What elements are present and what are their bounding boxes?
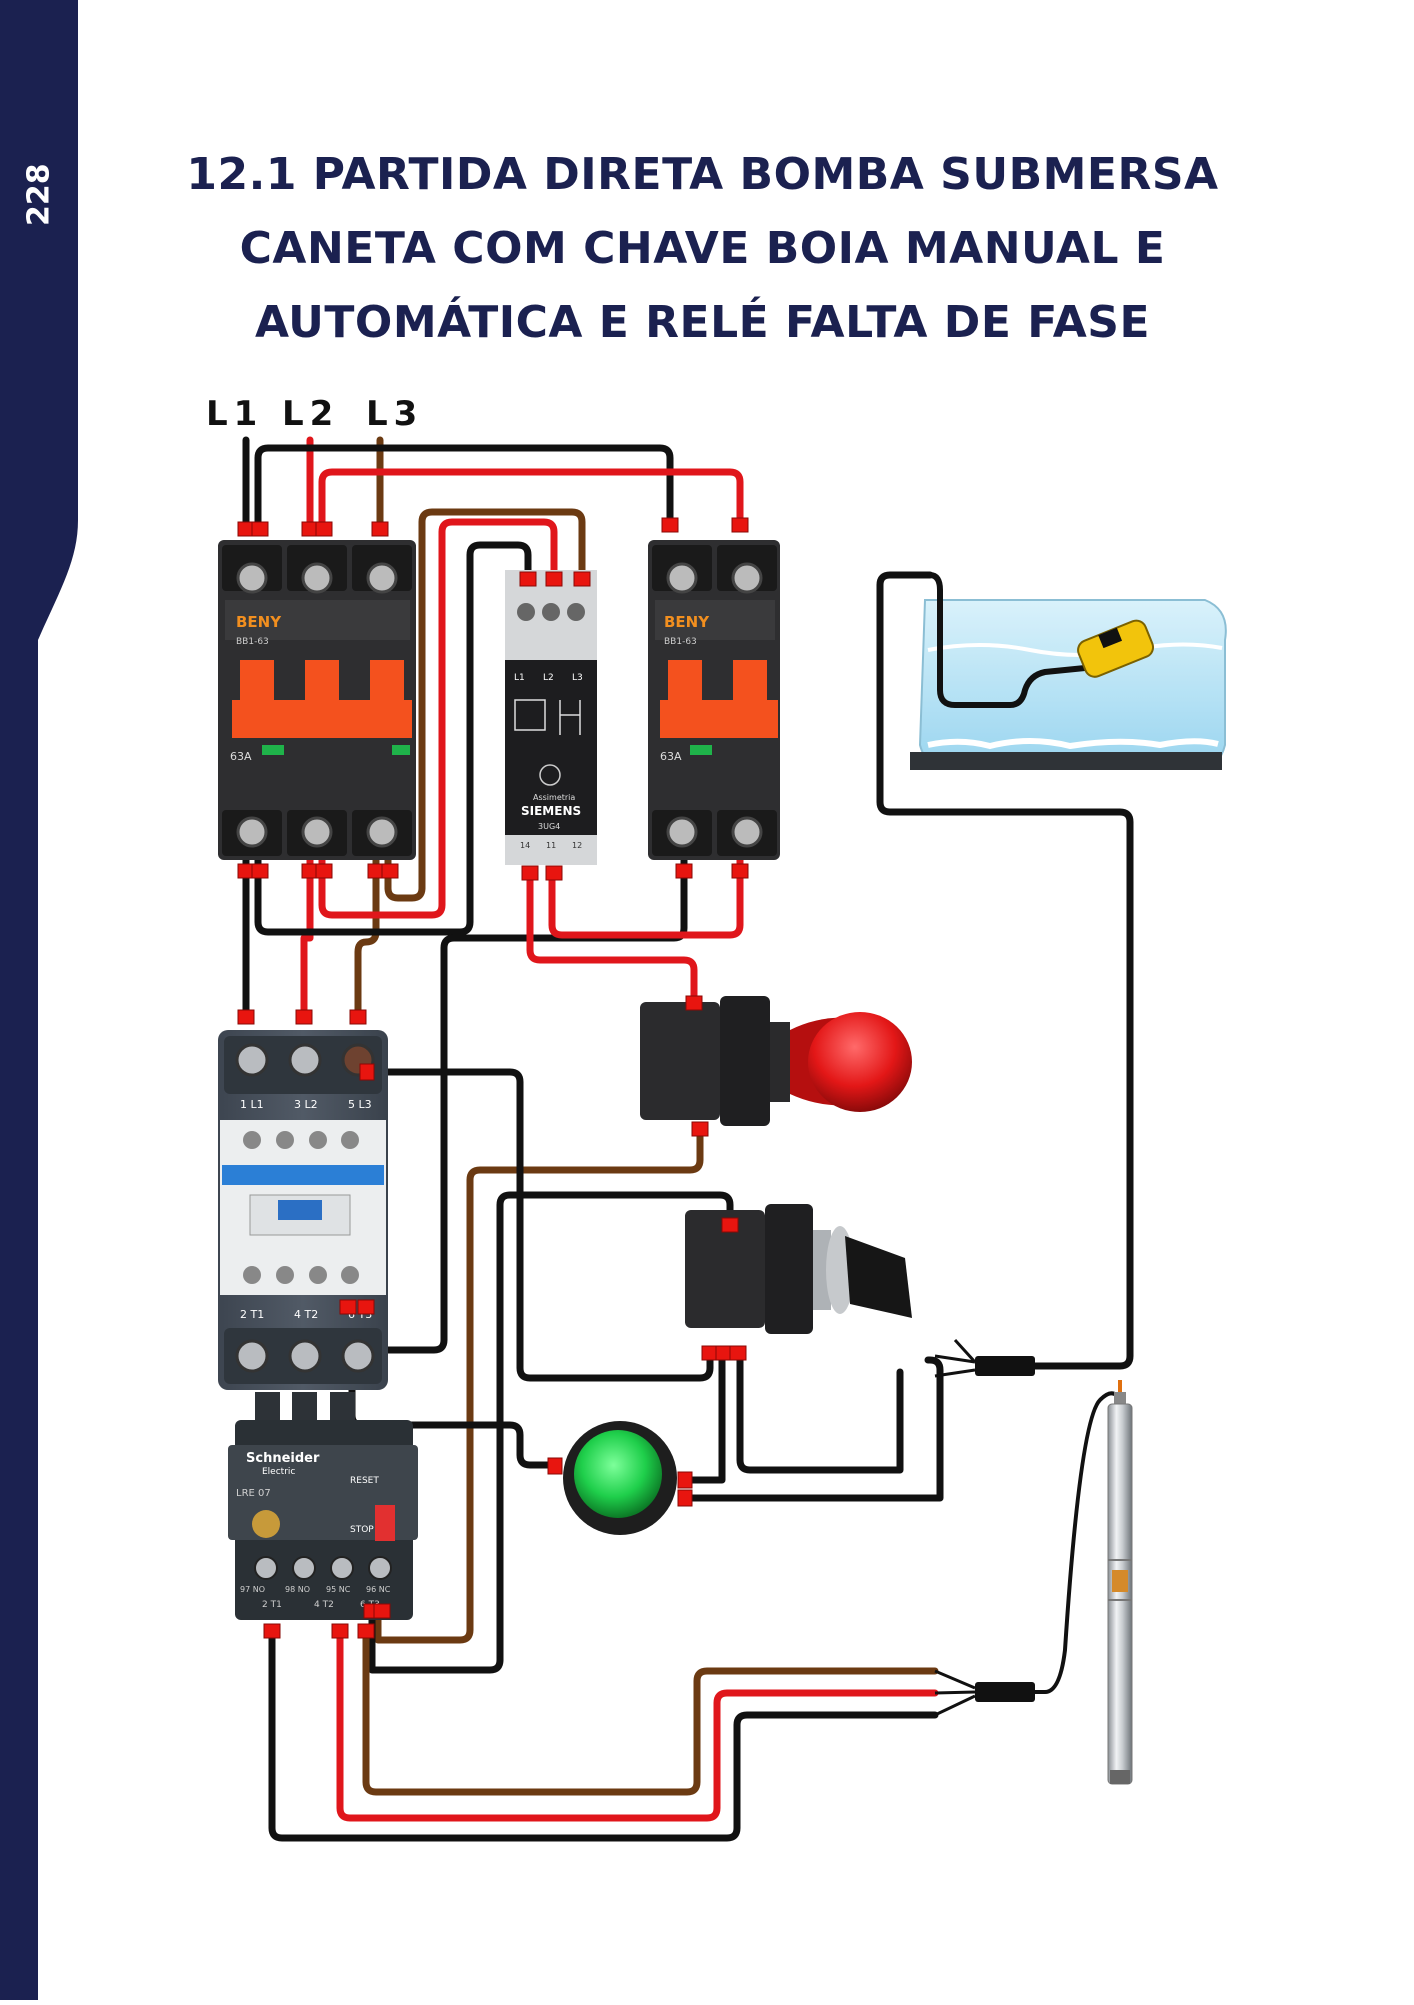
- contactor: 1 L1 3 L2 5 L3 2 T1 4 T2 6 T3: [218, 1030, 388, 1390]
- wires: [242, 436, 1134, 1842]
- wire-l2-to-contactor: [300, 856, 314, 1014]
- float-switch: [929, 572, 1155, 708]
- breaker-2p-brand: BENY: [664, 613, 710, 631]
- phase-label-l2: L2: [282, 394, 339, 434]
- wire-l1-to-relay: [254, 541, 532, 936]
- title-line-3: AUTOMÁTICA E RELÉ FALTA DE FASE: [254, 297, 1151, 348]
- overload-stop: STOP: [350, 1525, 374, 1535]
- wire-selector-to-float: [736, 1351, 904, 1474]
- relay-term-14: 14: [520, 841, 530, 850]
- phase-relay: L1 L2 L3 Assimetria SIEMENS 3UG4 14 11 1…: [505, 570, 597, 865]
- breaker-2p: BENY BB1-63 63A: [648, 540, 780, 860]
- overload-reset: RESET: [350, 1476, 379, 1486]
- wire-l1-to-2p: [254, 444, 674, 534]
- breaker-3p-rating: 63A: [230, 750, 252, 763]
- wire-l3-to-relay: [384, 508, 586, 902]
- wire-overload-96: [368, 1611, 504, 1674]
- overload-out-2: 4 T2: [314, 1600, 334, 1610]
- relay-brand: SIEMENS: [521, 804, 581, 818]
- cable-splices: [934, 1338, 1035, 1717]
- wire-motor-t1: [268, 1626, 939, 1842]
- wire-motor-t3: [362, 1626, 939, 1796]
- water-tank: [910, 599, 1227, 770]
- overload-term-97: 97 NO: [240, 1585, 265, 1594]
- sidebar-shape: [0, 0, 78, 2000]
- overload-term-96: 96 NC: [366, 1585, 391, 1594]
- overload-brand-sub: Electric: [262, 1467, 295, 1477]
- page-sidebar: [0, 0, 78, 2000]
- wire-l2-to-relay: [318, 518, 558, 919]
- contactor-term-1: 1 L1: [240, 1098, 264, 1111]
- wire-2p-l: [548, 856, 744, 939]
- connector-lugs: [237, 517, 749, 1639]
- green-pilot-light: [563, 1421, 677, 1535]
- selector-switch: [685, 1204, 912, 1334]
- contactor-term-5: 5 L3: [348, 1098, 372, 1111]
- submersible-pump: [1107, 1380, 1133, 1785]
- page-title: 12.1 PARTIDA DIRETA BOMBA SUBMERSA CANET…: [110, 138, 1295, 360]
- relay-term-12: 12: [572, 841, 582, 850]
- breaker-3p-model: BB1-63: [236, 637, 269, 647]
- title-line-2: CANETA COM CHAVE BOIA MANUAL E: [239, 223, 1166, 274]
- overload-out-1: 2 T1: [262, 1600, 282, 1610]
- contactor-term-3: 3 L2: [294, 1098, 318, 1111]
- emergency-stop-button: [640, 996, 912, 1126]
- wire-estop-to-overload: [374, 1124, 704, 1644]
- wire-selector-top: [496, 1191, 734, 1664]
- overload-relay: Schneider Electric LRE 07 RESET STOP 97 …: [228, 1392, 418, 1620]
- wire-lamp-to-selector: [681, 1351, 726, 1484]
- relay-term-l2: L2: [543, 673, 554, 683]
- wire-motor-t2: [336, 1626, 939, 1822]
- wire-l2-to-2p: [318, 468, 744, 534]
- breaker-2p-rating: 63A: [660, 750, 682, 763]
- breaker-3p-brand: BENY: [236, 613, 282, 631]
- overload-brand: Schneider: [246, 1451, 320, 1466]
- relay-code: 3UG4: [538, 822, 560, 831]
- overload-term-98: 98 NO: [285, 1585, 310, 1594]
- phase-label-l3: L3: [366, 394, 423, 434]
- wire-relay-to-estop: [526, 868, 698, 1004]
- contactor-term-4: 4 T2: [294, 1308, 318, 1321]
- pump-cable: [1033, 1391, 1118, 1694]
- relay-sub: Assimetria: [533, 793, 575, 802]
- relay-term-l1: L1: [514, 673, 525, 683]
- phase-label-l1: L1: [206, 394, 263, 434]
- wire-lamp-to-float: [686, 1356, 944, 1502]
- relay-term-11: 11: [546, 841, 556, 850]
- wire-contactor-a1: [361, 1068, 714, 1382]
- wire-l3-to-contactor: [354, 856, 380, 1014]
- breaker-3p: BENY BB1-63 63A: [218, 540, 416, 860]
- contactor-term-2: 2 T1: [240, 1308, 264, 1321]
- breaker-2p-model: BB1-63: [664, 637, 697, 647]
- float-cable: [876, 571, 1134, 1370]
- relay-term-l3: L3: [572, 673, 583, 683]
- overload-model: LRE 07: [236, 1488, 271, 1499]
- title-line-1: 12.1 PARTIDA DIRETA BOMBA SUBMERSA: [186, 149, 1219, 200]
- overload-term-95: 95 NC: [326, 1585, 351, 1594]
